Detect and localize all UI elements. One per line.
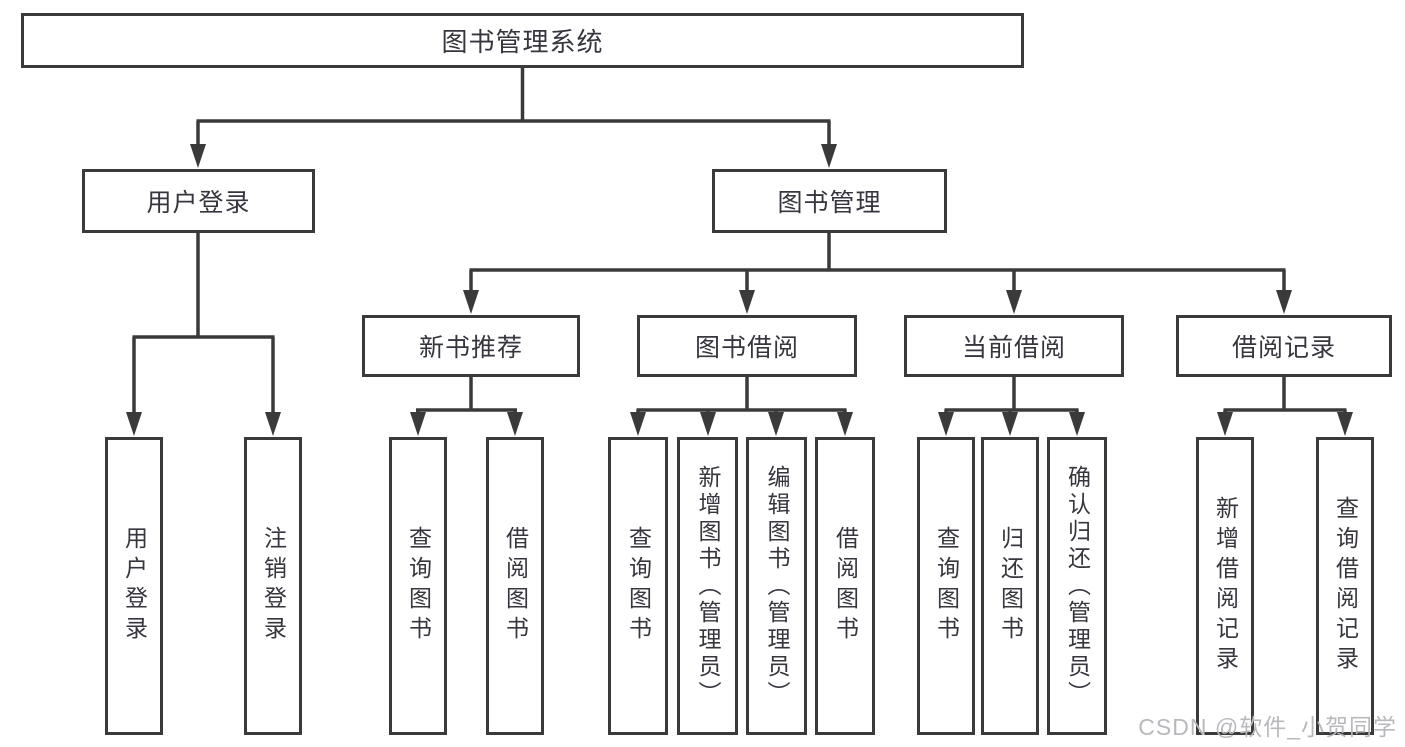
- node-label: 借阅记录: [1231, 334, 1336, 362]
- node-label: 当前借阅: [961, 334, 1066, 362]
- node-label: 用户登录: [121, 526, 148, 646]
- node-label: 查询借阅记录: [1332, 496, 1359, 676]
- node-label: 借阅图书: [502, 526, 529, 646]
- arrowheads-new-book-children: [410, 412, 523, 436]
- arrowheads-current-borrow-children: [938, 412, 1085, 436]
- node-current-confirm-return-admin: 确认归还（管理员）: [1047, 437, 1107, 735]
- node-borrow-query-books: 查询图书: [608, 437, 668, 735]
- connector-new-book-children: [416, 377, 517, 414]
- arrowheads-book-management-children: [463, 290, 1292, 314]
- node-new-book-recommendation: 新书推荐: [362, 315, 580, 377]
- node-borrowing-records: 借阅记录: [1176, 315, 1392, 377]
- node-current-borrowing: 当前借阅: [904, 315, 1124, 377]
- node-borrow-add-books-admin: 新增图书（管理员）: [677, 437, 738, 735]
- node-label: 借阅图书: [832, 526, 859, 646]
- connector-book-management-children: [469, 233, 1286, 292]
- node-label: 新增图书（管理员）: [695, 464, 721, 708]
- node-user-login: 用户登录: [82, 169, 315, 233]
- connector-root-to-level2: [196, 68, 831, 146]
- node-recommend-query-books: 查询图书: [389, 437, 447, 735]
- node-login-user-login: 用户登录: [105, 437, 163, 735]
- node-label: 查询图书: [405, 526, 432, 646]
- node-label: 用户登录: [146, 189, 251, 217]
- node-recommend-borrow-books: 借阅图书: [486, 437, 544, 735]
- arrowheads-borrow-record-children: [1217, 412, 1353, 436]
- node-label: 图书管理系统: [441, 27, 604, 57]
- node-label: 图书管理: [777, 189, 882, 217]
- arrowheads-user-login-children: [126, 412, 281, 436]
- node-records-add-borrow-record: 新增借阅记录: [1196, 437, 1254, 735]
- connector-user-login-children: [132, 233, 275, 414]
- csdn-watermark: CSDN @软件_小贺同学: [1138, 714, 1397, 740]
- node-label: 注销登录: [260, 526, 287, 646]
- node-label: 查询图书: [933, 526, 960, 646]
- node-book-borrowing: 图书借阅: [637, 315, 857, 377]
- connector-current-borrow-children: [944, 377, 1079, 414]
- node-label: 图书借阅: [694, 334, 799, 362]
- node-records-query-borrow-record: 查询借阅记录: [1316, 437, 1374, 735]
- connector-borrow-record-children: [1223, 377, 1347, 414]
- node-label: 新书推荐: [418, 334, 523, 362]
- node-current-return-books: 归还图书: [981, 437, 1039, 735]
- node-label: 查询图书: [625, 526, 652, 646]
- node-book-management: 图书管理: [712, 169, 947, 233]
- node-label: 新增借阅记录: [1212, 496, 1239, 676]
- connector-book-borrow-children: [636, 377, 847, 414]
- node-login-logout: 注销登录: [244, 437, 302, 735]
- node-current-query-books: 查询图书: [917, 437, 975, 735]
- node-borrow-edit-books-admin: 编辑图书（管理员）: [746, 437, 807, 735]
- arrowheads-root-to-level2: [190, 144, 837, 168]
- node-borrow-borrow-books: 借阅图书: [815, 437, 875, 735]
- node-label: 编辑图书（管理员）: [764, 464, 790, 708]
- node-label: 确认归还（管理员）: [1064, 464, 1091, 708]
- node-library-management-system: 图书管理系统: [21, 13, 1024, 68]
- arrowheads-book-borrow-children: [630, 412, 853, 436]
- node-label: 归还图书: [997, 526, 1024, 646]
